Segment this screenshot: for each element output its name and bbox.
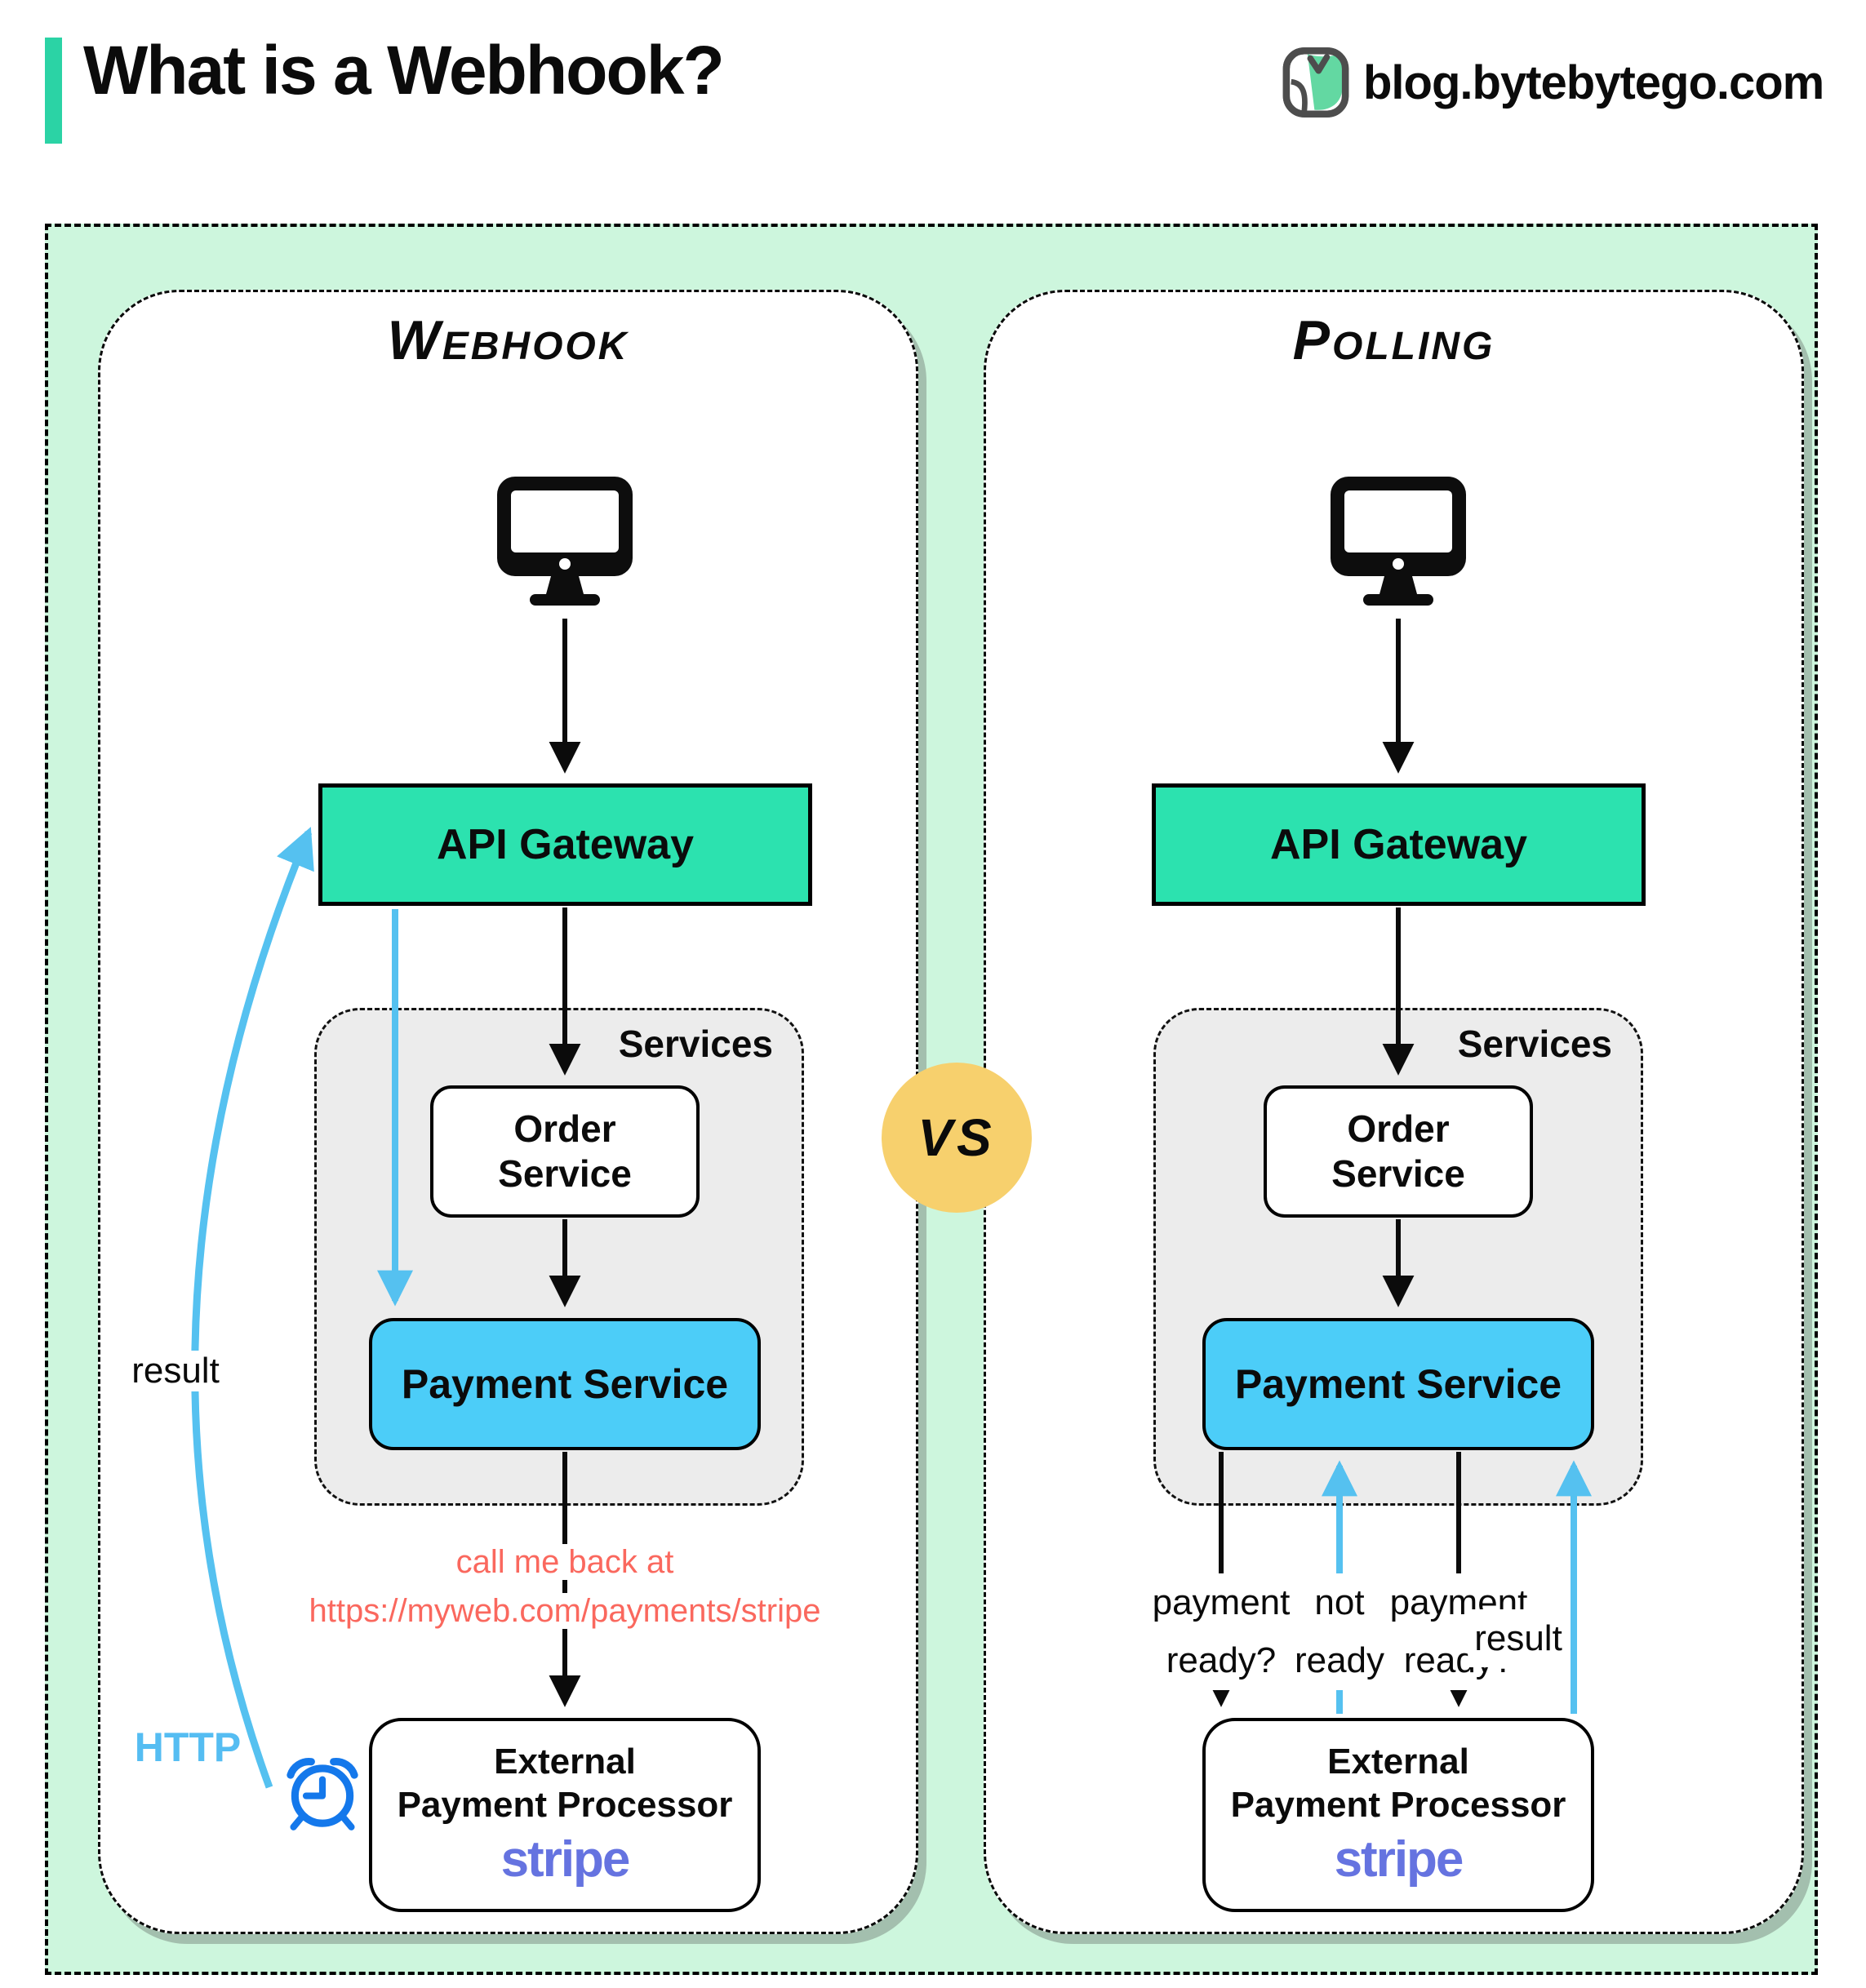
title-accent-bar	[45, 38, 62, 144]
polling-api-gateway-box: API Gateway	[1152, 783, 1646, 906]
http-label: HTTP	[134, 1724, 242, 1770]
client-computer-icon	[1321, 472, 1476, 609]
webhook-external-line1: External	[494, 1741, 636, 1782]
polling-result-label: result	[1468, 1609, 1569, 1668]
site-url: blog.bytebytego.com	[1363, 55, 1824, 109]
page-title: What is a Webhook?	[83, 32, 725, 109]
webhook-services-label: Services	[618, 1023, 773, 1065]
vs-badge-label: VS	[917, 1108, 996, 1167]
polling-external-line2: Payment Processor	[1230, 1785, 1566, 1826]
polling-order-service-line2: Service	[1331, 1152, 1465, 1195]
bytebytego-logo-icon	[1282, 46, 1350, 119]
webhook-order-service-line2: Service	[498, 1152, 632, 1195]
polling-panel-title: Polling	[1292, 309, 1495, 371]
polling-order-service-line1: Order	[1347, 1107, 1450, 1150]
webhook-order-service-line1: Order	[513, 1107, 616, 1150]
polling-external-line1: External	[1327, 1741, 1469, 1782]
webhook-order-service-box: Order Service	[430, 1085, 700, 1218]
brand: blog.bytebytego.com	[1282, 46, 1824, 119]
webhook-external-line2: Payment Processor	[397, 1785, 733, 1826]
stripe-logo: stripe	[1334, 1830, 1464, 1888]
callback-line2: https://myweb.com/payments/stripe	[302, 1593, 828, 1629]
callback-url-note: call me back at https://myweb.com/paymen…	[255, 1538, 875, 1635]
polling-api-gateway-label: API Gateway	[1269, 821, 1528, 868]
polling-payment-service-box: Payment Service	[1202, 1318, 1594, 1450]
polling-services-label: Services	[1457, 1023, 1612, 1065]
polling-payment-service-label: Payment Service	[1234, 1361, 1562, 1407]
polling-order-service-box: Order Service	[1264, 1085, 1533, 1218]
alarm-clock-icon	[282, 1751, 363, 1833]
webhook-panel-title: Webhook	[387, 309, 629, 371]
webhook-api-gateway-box: API Gateway	[318, 783, 812, 906]
webhook-api-gateway-label: API Gateway	[436, 821, 695, 868]
stripe-logo: stripe	[500, 1830, 631, 1888]
webhook-payment-service-box: Payment Service	[369, 1318, 761, 1450]
webhook-result-label: result	[125, 1351, 226, 1391]
polling-external-processor-box: External Payment Processor stripe	[1202, 1718, 1594, 1912]
webhook-external-processor-box: External Payment Processor stripe	[369, 1718, 761, 1912]
callback-line1: call me back at	[449, 1544, 681, 1580]
webhook-payment-service-label: Payment Service	[401, 1361, 729, 1407]
vs-badge: VS	[882, 1063, 1032, 1213]
client-computer-icon	[487, 472, 642, 609]
